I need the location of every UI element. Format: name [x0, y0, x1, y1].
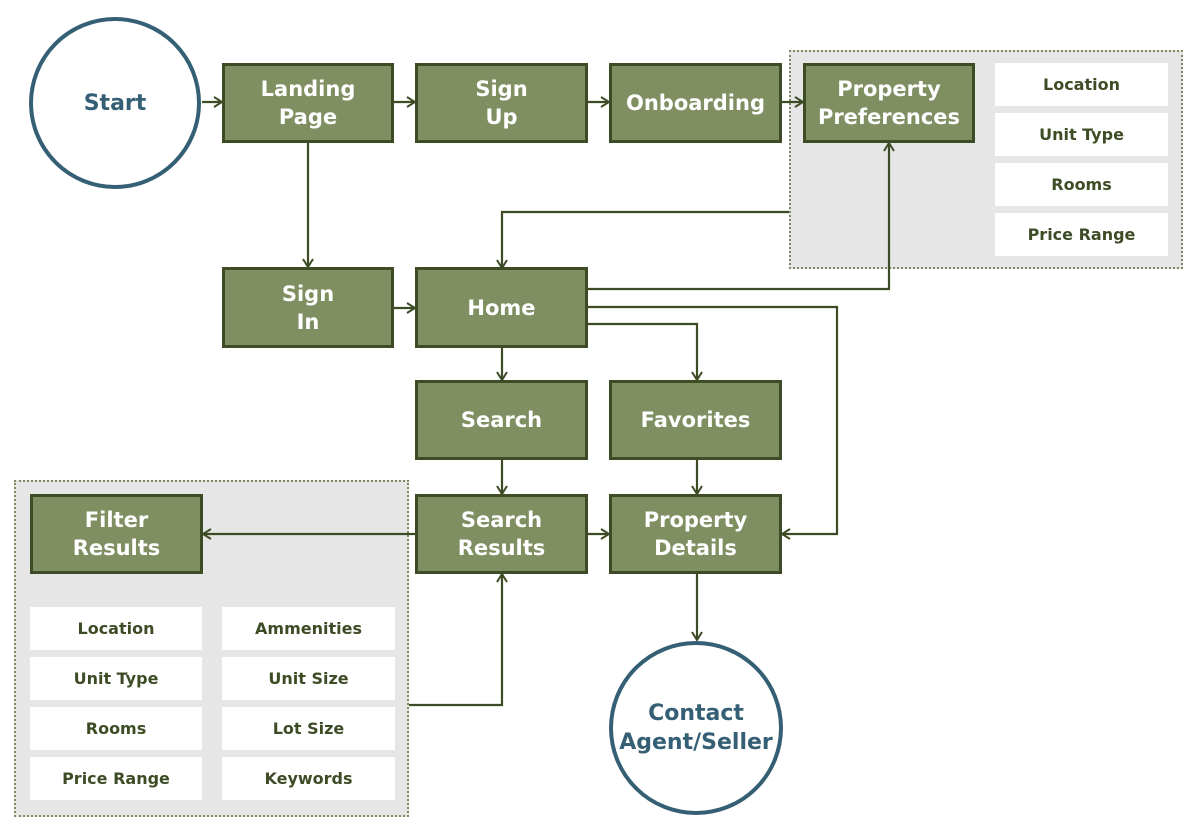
- filter-option: Price Range: [30, 757, 202, 800]
- filter-option: Unit Size: [222, 657, 395, 700]
- start-node[interactable]: Start: [29, 17, 201, 189]
- favorites-node[interactable]: Favorites: [609, 380, 782, 460]
- search-results-node[interactable]: Search Results: [415, 494, 588, 574]
- filter-option: Unit Type: [30, 657, 202, 700]
- preference-option: Price Range: [995, 213, 1168, 256]
- sign-up-node[interactable]: Sign Up: [415, 63, 588, 143]
- filter-option: Rooms: [30, 707, 202, 750]
- arrow-preferences-to-home: [502, 210, 789, 268]
- property-details-node[interactable]: Property Details: [609, 494, 782, 574]
- filter-option: Ammenities: [222, 607, 395, 650]
- arrow-home-to-favorites: [588, 322, 697, 380]
- preference-option: Rooms: [995, 163, 1168, 206]
- arrow-filter-to-results: [409, 574, 502, 707]
- landing-page-node[interactable]: Landing Page: [222, 63, 394, 143]
- home-node[interactable]: Home: [415, 267, 588, 348]
- arrow-home-to-property-details: [588, 305, 839, 534]
- contact-agent-seller-node[interactable]: Contact Agent/Seller: [609, 641, 783, 815]
- filter-results-node[interactable]: Filter Results: [30, 494, 203, 574]
- filter-option: Keywords: [222, 757, 395, 800]
- property-preferences-node[interactable]: Property Preferences: [803, 63, 975, 143]
- onboarding-node[interactable]: Onboarding: [609, 63, 782, 143]
- filter-option: Lot Size: [222, 707, 395, 750]
- arrow-home-to-preferences: [588, 143, 889, 291]
- search-node[interactable]: Search: [415, 380, 588, 460]
- sign-in-node[interactable]: Sign In: [222, 267, 394, 348]
- preference-option: Unit Type: [995, 113, 1168, 156]
- preference-option: Location: [995, 63, 1168, 106]
- filter-option: Location: [30, 607, 202, 650]
